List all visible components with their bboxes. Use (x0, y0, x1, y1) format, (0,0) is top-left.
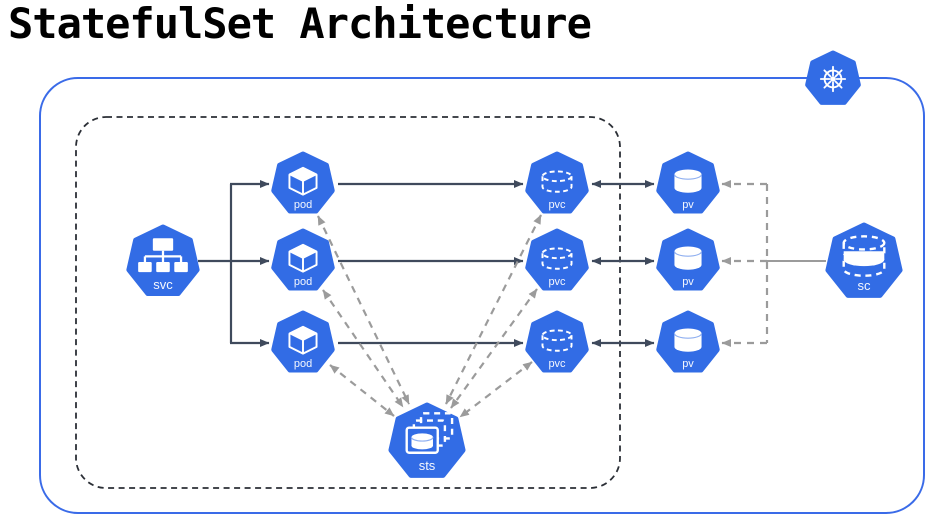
node-pv-1: pv (656, 228, 720, 291)
statefulset-boundary (75, 116, 621, 489)
node-label: pvc (548, 358, 566, 370)
cylinder-icon (673, 246, 703, 270)
edge-sts-pod-2 (329, 364, 395, 417)
node-label: sc (858, 278, 872, 293)
boundary-layer (39, 77, 925, 514)
edge-sts-pvc-2 (459, 361, 533, 418)
node-label: pod (294, 199, 312, 211)
pvc-1-heptagon (525, 228, 589, 291)
edge-layer (198, 180, 826, 418)
cylinder-icon (673, 169, 703, 193)
pvc-2-heptagon (525, 310, 589, 373)
node-sc: sc (825, 222, 903, 298)
node-label: pvc (548, 276, 566, 288)
node-label: svc (153, 277, 173, 292)
page-title: StatefulSet Architecture (8, 0, 592, 48)
dashed-cylinder-icon (541, 329, 573, 352)
node-k8s-logo (805, 50, 861, 105)
cluster-boundary (39, 77, 925, 514)
edge-sts-pod-0 (317, 215, 410, 405)
node-pod-0: pod (271, 151, 335, 214)
node-label: pv (682, 199, 694, 211)
node-pod-2: pod (271, 310, 335, 373)
node-layer: svc pod pod pod pvc pvc pvc pv pv pv sc sts (126, 50, 903, 478)
node-pvc-1: pvc (525, 228, 589, 291)
node-pv-2: pv (656, 310, 720, 373)
node-label: pod (294, 276, 312, 288)
edge-sts-pvc-0 (445, 214, 542, 405)
cube-icon (288, 166, 318, 196)
node-label: pv (682, 276, 694, 288)
cube-icon (288, 243, 318, 273)
node-label: sts (419, 458, 436, 473)
stateful-stack-icon (405, 412, 454, 454)
node-pvc-2: pvc (525, 310, 589, 373)
node-pvc-0: pvc (525, 151, 589, 214)
service-tree-icon (138, 238, 188, 273)
stacked-disks-icon (842, 235, 886, 277)
node-pod-1: pod (271, 228, 335, 291)
edge-sts-pvc-1 (450, 288, 538, 409)
pvc-0-heptagon (525, 151, 589, 214)
cube-icon (288, 325, 318, 355)
node-svc: svc (126, 224, 200, 297)
node-pv-0: pv (656, 151, 720, 214)
node-label: pv (682, 358, 694, 370)
helm-wheel-icon (819, 65, 847, 93)
cylinder-icon (673, 328, 703, 352)
node-label: pvc (548, 199, 566, 211)
node-label: pod (294, 358, 312, 370)
node-sts: sts (388, 402, 466, 478)
edge-sts-pod-1 (322, 289, 404, 408)
